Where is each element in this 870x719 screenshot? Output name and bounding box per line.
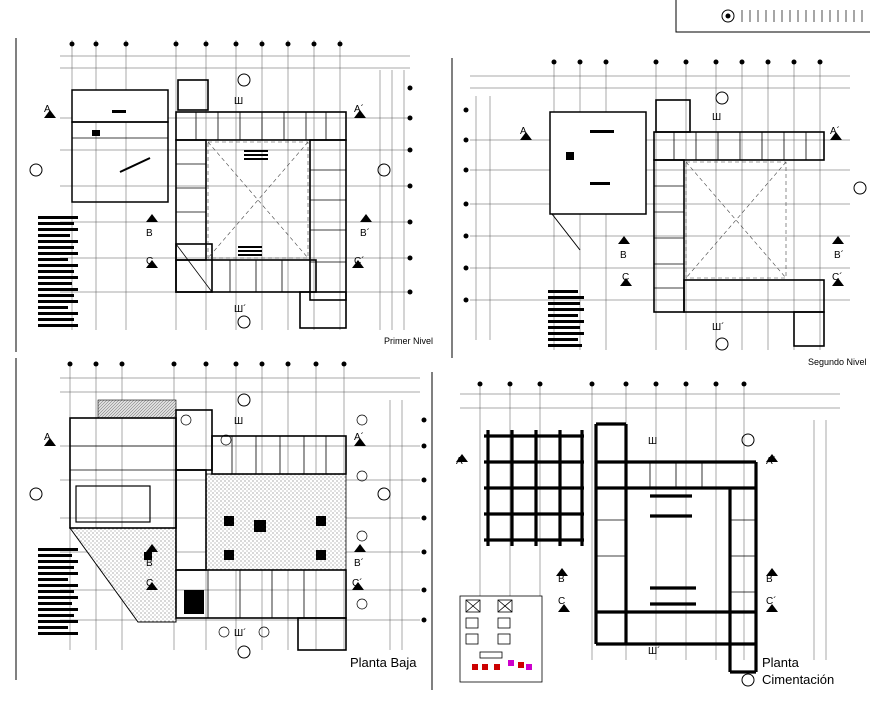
section-label-c-prime: C´ — [766, 596, 777, 607]
section-label-a-prime: A´ — [354, 432, 364, 443]
plan-title-segundo-nivel: Segundo Nivel — [808, 357, 867, 368]
legend — [38, 548, 78, 635]
section-label-b-prime: B´ — [834, 250, 844, 261]
section-label-a: A — [44, 432, 51, 443]
section-label-d-prime: Ш´ — [234, 628, 247, 639]
section-markers — [44, 110, 372, 268]
section-label-d: Ш — [648, 436, 658, 447]
section-label-b-prime: B´ — [354, 558, 364, 569]
dimension-grid — [60, 40, 410, 330]
plan-planta-baja — [29, 361, 427, 659]
stairs — [238, 150, 268, 256]
section-label-a: A — [520, 126, 527, 137]
section-label-d: Ш — [712, 112, 722, 123]
grid-axis-bubbles — [69, 41, 413, 295]
plan-title-cimentacion-line1: Planta — [762, 655, 799, 671]
plan-title-cimentacion-line2: Cimentación — [762, 672, 835, 688]
section-label-c: C — [622, 272, 630, 283]
section-label-a: A — [44, 104, 51, 115]
plan-primer-nivel — [29, 40, 413, 330]
section-label-d: Ш — [234, 416, 244, 427]
plan-segundo-nivel — [463, 59, 867, 351]
section-label-a: A — [456, 456, 463, 467]
section-label-d-prime: Ш´ — [648, 646, 661, 657]
section-label-c-prime: C´ — [352, 578, 363, 589]
building-walls — [69, 409, 347, 651]
legend — [38, 216, 78, 327]
section-label-c-prime: C´ — [832, 272, 843, 283]
plan-planta-cimentacion — [456, 381, 840, 687]
trees — [180, 414, 368, 638]
plan-title-primer-nivel: Primer Nivel — [384, 336, 434, 347]
sheet-dividers — [15, 38, 453, 690]
section-label-d-prime: Ш´ — [234, 304, 247, 315]
section-label-b: B — [558, 574, 565, 585]
section-label-a-prime: A´ — [354, 104, 364, 115]
section-label-b: B — [146, 558, 153, 569]
plan-title-planta-baja: Planta Baja — [350, 655, 417, 671]
title-block — [675, 0, 870, 33]
section-label-c-prime: C´ — [354, 256, 365, 267]
rooms — [175, 112, 346, 293]
section-label-c: C — [146, 256, 154, 267]
legend — [548, 290, 584, 347]
section-label-c: C — [558, 596, 566, 607]
section-label-b: B — [146, 228, 153, 239]
section-label-c: C — [146, 578, 154, 589]
section-label-d-prime: Ш´ — [712, 322, 725, 333]
section-label-b-prime: B´ — [360, 228, 370, 239]
section-label-d: Ш — [234, 96, 244, 107]
building-walls — [175, 79, 347, 329]
section-label-b: B — [620, 250, 627, 261]
section-label-b-prime: B´ — [766, 574, 776, 585]
section-label-a-prime: A´ — [830, 126, 840, 137]
section-label-a-prime: A´ — [766, 456, 776, 467]
